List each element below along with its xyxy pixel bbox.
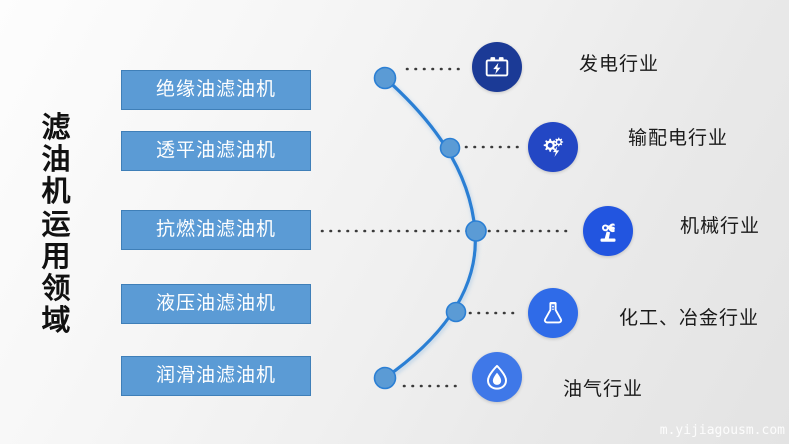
icon-badge-power-distribution[interactable] — [528, 122, 578, 172]
category-box-4[interactable]: 液压油滤油机 — [121, 284, 311, 324]
robot-arm-icon — [593, 216, 623, 246]
flask-icon — [538, 298, 568, 328]
battery-bolt-icon — [482, 52, 512, 82]
gears-bolt-icon — [538, 132, 568, 162]
arc-node-2[interactable] — [439, 137, 461, 159]
arc-node-4[interactable] — [445, 301, 467, 323]
industry-label-power-distribution: 输配电行业 — [628, 128, 729, 149]
category-box-2[interactable]: 透平油滤油机 — [121, 131, 311, 171]
arc-node-5[interactable] — [373, 366, 397, 390]
arc-node-1[interactable] — [373, 66, 397, 90]
icon-badge-power-generation[interactable] — [472, 42, 522, 92]
watermark-text: m.yijiagousm.com — [659, 423, 785, 438]
category-box-5[interactable]: 润滑油滤油机 — [121, 356, 311, 396]
industry-label-machinery: 机械行业 — [680, 216, 761, 237]
page-title: 滤油机运用领域 — [41, 112, 71, 338]
arc-curve — [383, 76, 477, 380]
oil-drop-flame-icon — [482, 362, 512, 392]
industry-label-power-generation: 发电行业 — [579, 54, 660, 75]
arc-node-3[interactable] — [465, 220, 487, 242]
icon-badge-machinery[interactable] — [583, 206, 633, 256]
icon-badge-chemical-metallurgy[interactable] — [528, 288, 578, 338]
industry-label-oil-gas: 油气行业 — [563, 379, 644, 400]
industry-label-chemical-metallurgy: 化工、冶金行业 — [619, 308, 760, 329]
category-box-1[interactable]: 绝缘油滤油机 — [121, 70, 311, 110]
category-box-3[interactable]: 抗燃油滤油机 — [121, 210, 311, 250]
icon-badge-oil-gas[interactable] — [472, 352, 522, 402]
